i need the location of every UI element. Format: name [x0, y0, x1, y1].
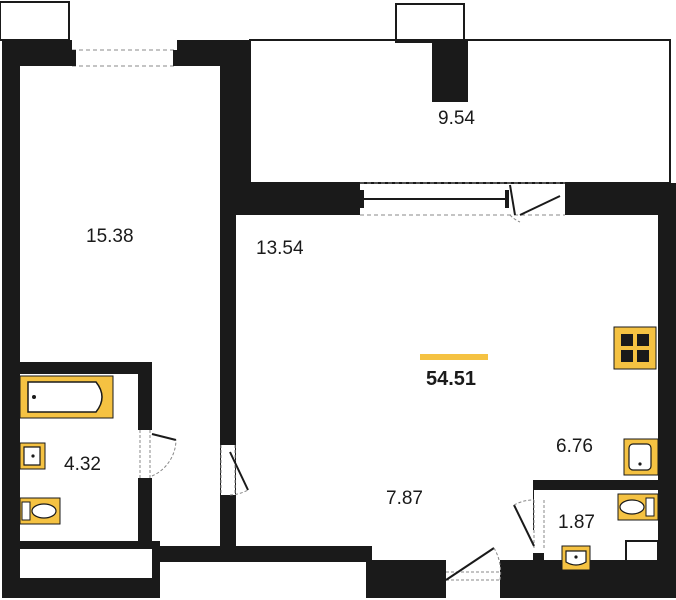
room-area-6-76: 6.76: [556, 436, 593, 457]
toilet-icon: [19, 497, 61, 525]
balcony-door: [360, 182, 565, 223]
total-area: 54.51: [426, 368, 477, 390]
sink-icon: [561, 545, 591, 571]
wc-niche: [625, 540, 659, 562]
railing-right: [395, 3, 465, 43]
stove-icon: [613, 326, 657, 370]
room-area-9-54: 9.54: [438, 108, 475, 129]
niche-outline: [20, 549, 152, 578]
walls: [2, 40, 676, 598]
toilet-icon: [617, 493, 659, 521]
sink-icon: [623, 438, 659, 476]
room-area-15-38: 15.38: [86, 226, 134, 247]
room-area-1-87: 1.87: [558, 512, 595, 533]
bathtub-icon: [19, 375, 114, 419]
sink-icon: [19, 442, 46, 470]
room-area-13-54: 13.54: [256, 238, 304, 259]
railing-left: [0, 1, 70, 41]
room-area-4-32: 4.32: [64, 454, 101, 475]
entrance-door: [445, 547, 502, 598]
room-door: [220, 445, 249, 496]
window-top: [72, 49, 177, 67]
wc-door: [513, 490, 545, 553]
room-area-7-87: 7.87: [386, 488, 423, 509]
total-area-accent: [420, 354, 488, 360]
bathroom-door: [139, 430, 177, 478]
